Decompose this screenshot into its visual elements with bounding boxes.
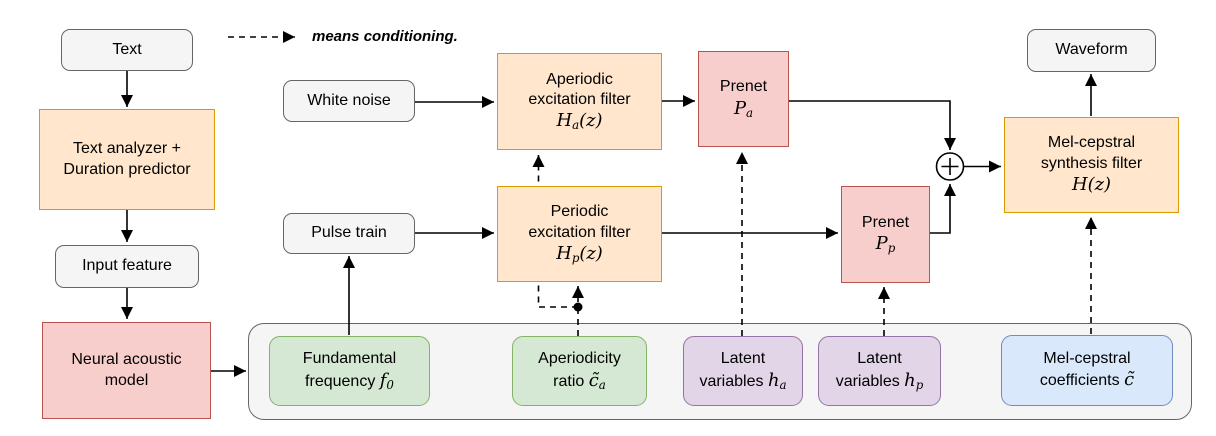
label-line: variables hp xyxy=(835,369,924,392)
label-line: synthesis filter xyxy=(1040,154,1143,172)
label-line: White noise xyxy=(307,91,391,109)
label-line: Text analyzer + xyxy=(72,140,182,158)
node-waveform: Waveform xyxy=(1027,29,1156,72)
label-line: H(z) xyxy=(1071,173,1112,195)
label-line: Input feature xyxy=(82,257,172,275)
label-line: excitation filter xyxy=(528,223,631,241)
label-line: ratio c̃a xyxy=(553,369,606,392)
label-line: Prenet xyxy=(861,213,910,231)
label-line: Fundamental xyxy=(302,350,397,368)
label-line: Pp xyxy=(875,233,896,256)
label-line: Mel-cepstral xyxy=(1043,349,1131,367)
node-white-noise: White noise xyxy=(283,80,415,122)
node-text-analyzer-duration-predictor: Text analyzer + Duration predictor xyxy=(39,109,215,210)
label-line: Aperiodicity xyxy=(538,350,621,368)
label-line: Latent xyxy=(857,350,902,368)
label-line: frequency f0 xyxy=(305,369,394,392)
label-line: Hp(z) xyxy=(556,242,603,265)
label-line: excitation filter xyxy=(528,91,631,108)
label-line: model xyxy=(104,371,149,389)
label-line: Neural acoustic xyxy=(71,351,182,369)
label-line: Prenet xyxy=(719,78,768,96)
label-line: Periodic xyxy=(550,203,609,221)
label-line: Mel-cepstral xyxy=(1047,134,1136,152)
arrow-prenet-a-to-sum xyxy=(789,100,956,150)
node-input-feature: Input feature xyxy=(55,245,199,288)
node-mel-cepstral-coefficients: Mel-cepstral coefficients c̃ xyxy=(1001,335,1173,406)
label-line: Latent xyxy=(720,350,766,368)
label-line: coefficients c̃ xyxy=(1039,369,1135,391)
label-line: Duration predictor xyxy=(63,160,191,178)
node-text: Text xyxy=(61,29,193,71)
arrow-prenet-p-to-sum xyxy=(930,184,956,234)
label-line: variables ha xyxy=(699,369,787,392)
label-line: Ha(z) xyxy=(556,110,603,133)
node-pulse-train: Pulse train xyxy=(283,213,415,254)
label-line: Aperiodic xyxy=(546,70,613,88)
label-line: Waveform xyxy=(1055,41,1128,59)
sum-plus-icon xyxy=(935,152,965,181)
label-line: Text xyxy=(112,40,142,58)
legend-label: means conditioning. xyxy=(312,28,458,45)
junction-dot xyxy=(573,302,583,312)
node-neural-acoustic-model: Neural acoustic model xyxy=(42,322,211,419)
label-line: Pulse train xyxy=(311,224,387,242)
label-line: Pa xyxy=(733,97,754,120)
